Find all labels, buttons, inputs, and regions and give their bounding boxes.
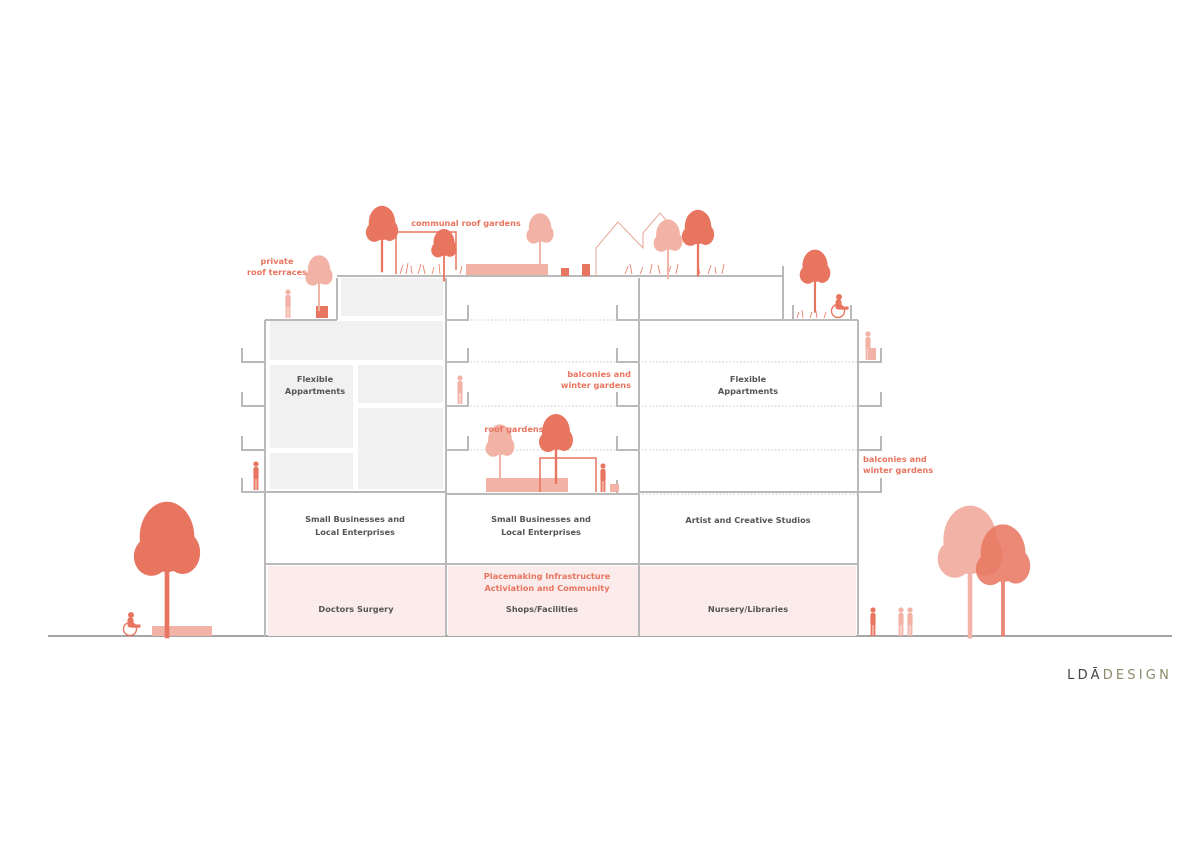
private-roof-terraces-label-line1: private [260, 256, 293, 266]
nursery-libraries-label: Nursery/Libraries [708, 604, 788, 614]
lda-design-logo: LDĀDESIGN [1067, 668, 1172, 683]
doctors-surgery-label: Doctors Surgery [318, 604, 394, 614]
flexible-apartments-left-line2: Appartments [285, 386, 345, 396]
flexible-apartments-left-line1: Flexible [297, 374, 334, 384]
placemaking-label-line2: Activiation and Community [484, 583, 610, 593]
apartment-blocks [270, 278, 443, 489]
small-businesses-left-line1: Small Businesses and [305, 514, 405, 524]
balconies-label-right-line2: winter gardens [863, 465, 933, 475]
logo-part2: DESIGN [1103, 668, 1172, 683]
roof-garden-frame [539, 457, 597, 492]
logo-part1: LDĀ [1067, 668, 1103, 683]
small-businesses-mid-line2: Local Enterprises [501, 527, 581, 537]
artist-studios-label: Artist and Creative Studios [685, 515, 810, 525]
balconies-label-mid-line2: winter gardens [561, 380, 631, 390]
shops-facilities-label: Shops/Facilities [506, 604, 578, 614]
glasshouse-icon [595, 212, 681, 276]
communal-roof-gardens-label: communal roof gardens [411, 218, 521, 228]
balconies-label-right-line1: balconies and [863, 454, 927, 464]
placemaking-label-line1: Placemaking Infrastructure [484, 571, 611, 581]
building-structure [241, 266, 882, 636]
floor-dotted-lines [446, 319, 858, 495]
roof-grass [399, 262, 827, 319]
flexible-apartments-right-line1: Flexible [730, 374, 767, 384]
ground-floor-bands [268, 566, 856, 636]
balconies-label-mid-line1: balconies and [567, 369, 631, 379]
small-businesses-left-line2: Local Enterprises [315, 527, 395, 537]
small-businesses-mid-line1: Small Businesses and [491, 514, 591, 524]
roof-gardens-label: roof gardens [484, 424, 543, 434]
private-roof-terraces-label-line2: roof terraces [247, 267, 307, 277]
flexible-apartments-right-line2: Appartments [718, 386, 778, 396]
planter-icon [152, 264, 876, 636]
